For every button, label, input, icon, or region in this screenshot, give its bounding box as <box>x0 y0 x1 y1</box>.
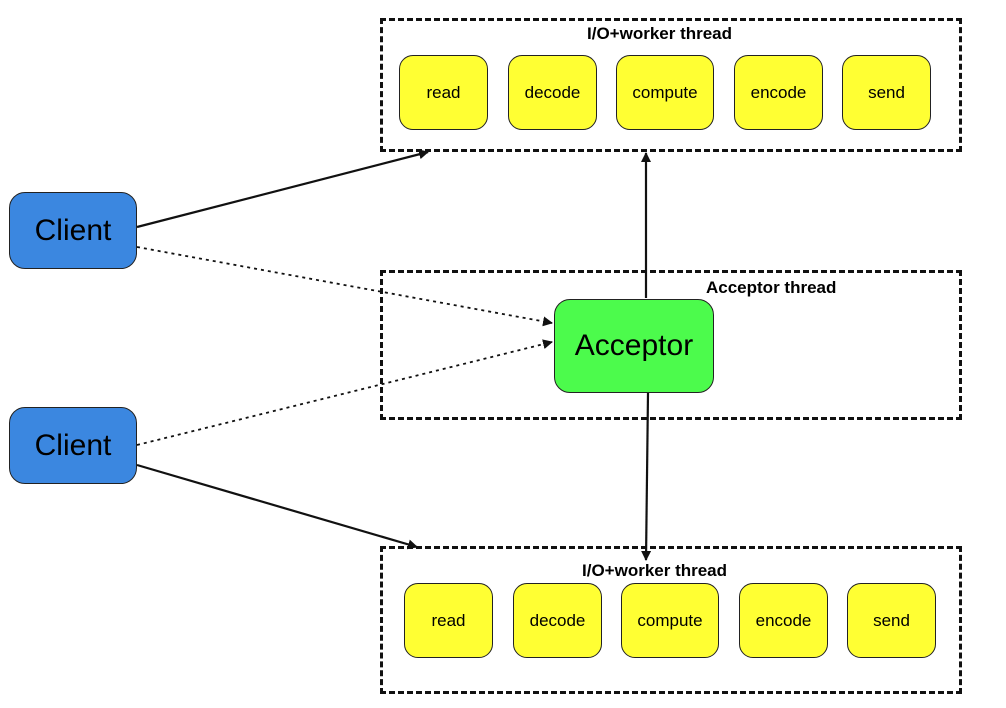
bottom-decode-stage: decode <box>513 583 602 658</box>
client2-to-acceptor-dotted-arrow <box>136 339 553 446</box>
client2-to-bottom-worker-arrow <box>136 463 418 550</box>
acceptor-node: Acceptor <box>554 299 714 393</box>
bottom-compute-stage: compute <box>621 583 719 658</box>
acceptor-thread-group <box>380 270 962 420</box>
top-worker-thread-group <box>380 18 962 152</box>
top-read-stage: read <box>399 55 488 130</box>
top-compute-stage: compute <box>616 55 714 130</box>
top-worker-thread-title: I/O+worker thread <box>587 24 733 43</box>
bottom-worker-thread-title: I/O+worker thread <box>582 561 728 580</box>
client1-to-acceptor-dotted-arrow <box>136 246 553 327</box>
bottom-worker-thread-group <box>380 546 962 694</box>
client1-to-top-worker-arrow <box>136 149 429 229</box>
bottom-read-stage: read <box>404 583 493 658</box>
client-node-top: Client <box>9 192 137 269</box>
bottom-send-stage: send <box>847 583 936 658</box>
top-encode-stage: encode <box>734 55 823 130</box>
bottom-encode-stage: encode <box>739 583 828 658</box>
top-decode-stage: decode <box>508 55 597 130</box>
client-node-bottom: Client <box>9 407 137 484</box>
acceptor-to-bottom-worker-arrow <box>641 392 652 561</box>
top-send-stage: send <box>842 55 931 130</box>
acceptor-thread-title: Acceptor thread <box>706 278 837 297</box>
